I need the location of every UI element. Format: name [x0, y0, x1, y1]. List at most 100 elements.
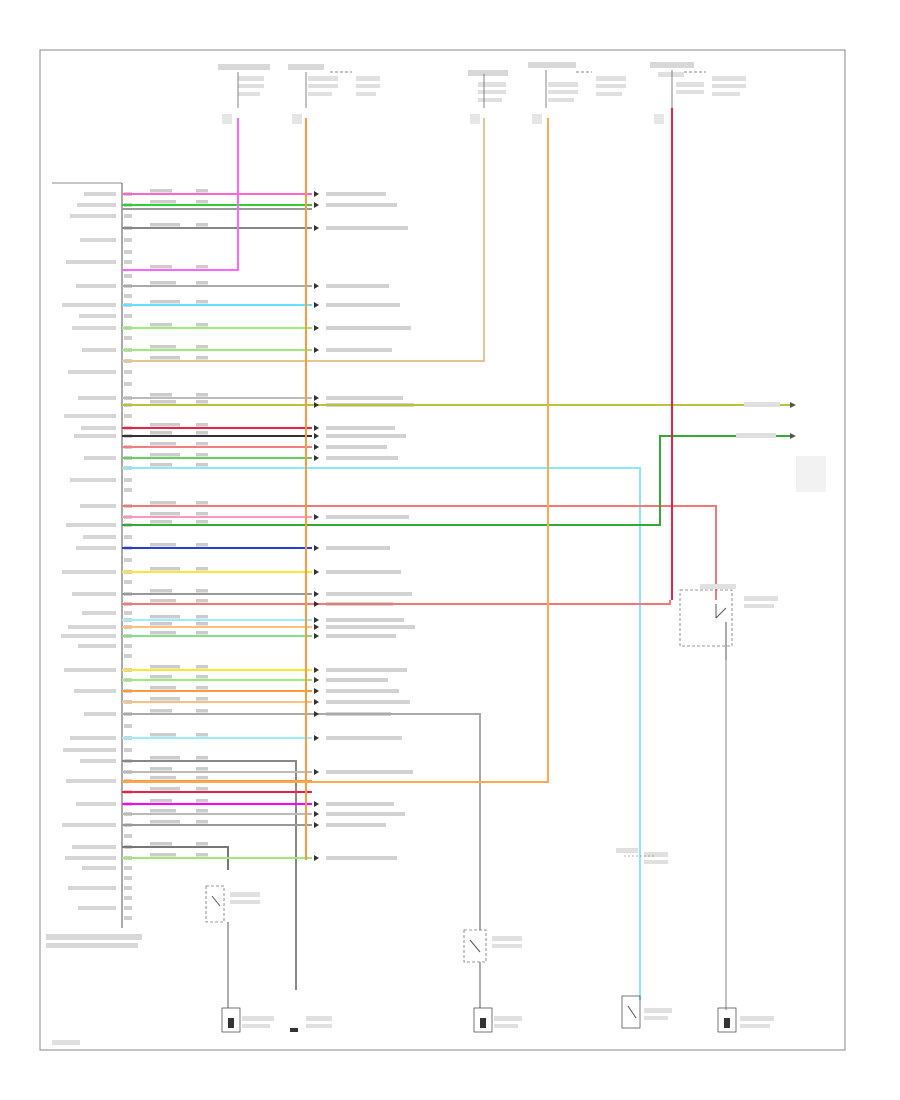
- pin-function-label: [68, 370, 116, 374]
- destination-system-label: [326, 192, 386, 196]
- pin-function-label: [82, 348, 116, 352]
- wire-color-code: [150, 809, 176, 813]
- wire-cyan-2: [122, 467, 641, 1000]
- destination-arrow: [314, 624, 319, 630]
- wire-circuit-number: [196, 675, 208, 679]
- pin-function-label: [62, 570, 116, 574]
- wire-color-code: [150, 323, 172, 327]
- pin-number: [124, 834, 132, 838]
- wire-color-code: [150, 200, 176, 204]
- destination-system-label: [326, 856, 397, 860]
- destination-arrow: [314, 545, 319, 551]
- destination-system-label: [326, 634, 396, 638]
- destination-system-label: [326, 618, 404, 622]
- destination-arrow: [314, 225, 319, 231]
- destination-system-label: [326, 515, 409, 519]
- pin-number: [124, 382, 132, 386]
- wire-circuit-number: [196, 776, 208, 780]
- wire-color-code: [150, 567, 180, 571]
- pin-function-label: [66, 779, 116, 783]
- wire-circuit-number: [196, 393, 208, 397]
- pin-function-label: [68, 625, 116, 629]
- wire-salmon-2: [122, 505, 717, 600]
- destination-system-label: [326, 823, 386, 827]
- wire-color-code: [150, 697, 180, 701]
- pin-function-label: [78, 906, 116, 910]
- wire-color-code: [150, 615, 180, 619]
- destination-arrow: [314, 811, 319, 817]
- pin-number: [124, 644, 132, 648]
- wire-color-code: [150, 776, 176, 780]
- destination-system-label: [326, 802, 394, 806]
- pin-function-label: [79, 314, 116, 318]
- pin-number: [124, 886, 132, 890]
- destination-system-label: [326, 445, 387, 449]
- pin-function-label: [82, 866, 116, 870]
- pin-number: [124, 336, 132, 340]
- pin-function-label: [72, 592, 116, 596]
- destination-arrow: [314, 688, 319, 694]
- destination-arrow: [314, 699, 319, 705]
- wire-labels: [150, 189, 208, 857]
- pin-number: [124, 896, 132, 900]
- wire-circuit-number: [196, 323, 208, 327]
- pin-function-label: [76, 284, 116, 288]
- destination-system-label: [326, 326, 411, 330]
- pin-function-label: [74, 689, 116, 693]
- destination-system-label: [326, 203, 397, 207]
- pin-number: [124, 906, 132, 910]
- destination-system-label: [326, 226, 408, 230]
- wire-gray-7: [122, 760, 297, 990]
- destination-arrow: [314, 601, 319, 607]
- destination-system-label: [326, 668, 407, 672]
- wire-magenta-1: [122, 118, 239, 271]
- pin-number: [124, 580, 132, 584]
- destination-system-label: [326, 678, 388, 682]
- wire-color-code: [150, 853, 176, 857]
- destination-system-label: [326, 625, 415, 629]
- wire-circuit-number: [196, 615, 208, 619]
- pin-number: [124, 414, 132, 418]
- wire-circuit-number: [196, 189, 208, 193]
- wire-circuit-number: [196, 842, 208, 846]
- wire-color-code: [150, 442, 176, 446]
- wire-color-code: [150, 686, 176, 690]
- pin-number: [124, 876, 132, 880]
- pin-function-label: [66, 260, 116, 264]
- pin-number: [124, 260, 132, 264]
- wire-circuit-number: [196, 520, 208, 524]
- wire-color-code: [150, 787, 180, 791]
- wire-circuit-number: [196, 631, 208, 635]
- pin-function-label: [84, 456, 116, 460]
- top-connector-right: [650, 62, 746, 124]
- pin-function-label: [70, 736, 116, 740]
- wire-circuit-number: [196, 799, 208, 803]
- wire-circuit-number: [196, 265, 208, 269]
- wire-orange-right: [122, 118, 549, 783]
- pin-number: [124, 654, 132, 658]
- pin-number: [124, 724, 132, 728]
- pin-function-label: [62, 303, 116, 307]
- destination-system-label: [326, 396, 403, 400]
- destination-arrow: [314, 591, 319, 597]
- pin-number: [124, 478, 132, 482]
- pin-function-label: [82, 611, 116, 615]
- destination-arrow: [314, 617, 319, 623]
- pin-function-label: [62, 823, 116, 827]
- wire-circuit-number: [196, 709, 208, 713]
- pin-number: [124, 250, 132, 254]
- wire-circuit-number: [196, 543, 208, 547]
- wire-color-code: [150, 842, 172, 846]
- pin-function-label: [77, 203, 116, 207]
- wire-green-3: [122, 435, 790, 526]
- wire-circuit-number: [196, 345, 208, 349]
- pin-function-label: [80, 238, 116, 242]
- wire-color-code: [150, 512, 180, 516]
- pin-function-label: [81, 426, 116, 430]
- wire-circuit-number: [196, 787, 208, 791]
- wire-color-code: [150, 345, 176, 349]
- pin-number: [124, 294, 132, 298]
- pin-number: [124, 535, 132, 539]
- module-pin-labels: [61, 192, 132, 920]
- destination-arrow: [314, 402, 319, 408]
